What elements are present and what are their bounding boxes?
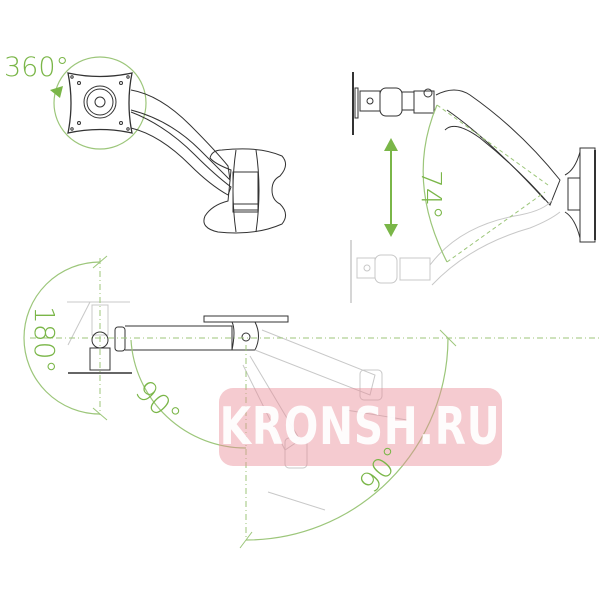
lift-angle-label: 74° — [415, 170, 448, 220]
watermark-text: KRONSH.RU — [220, 397, 501, 457]
side-view — [350, 72, 596, 303]
watermark: KRONSH.RU — [219, 388, 502, 466]
base-swivel-label: 180° — [28, 306, 61, 374]
front-view — [50, 56, 286, 234]
rotation-label: 360° — [4, 52, 70, 83]
top-view — [23, 255, 600, 549]
